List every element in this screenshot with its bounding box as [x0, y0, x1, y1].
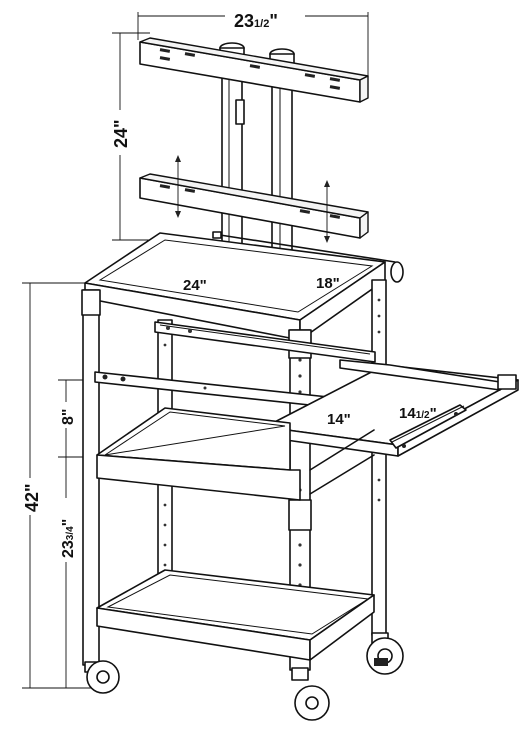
- label-mount-width-whole: 23: [234, 11, 254, 31]
- label-mount-width: 231/2": [234, 11, 278, 31]
- label-lower-height-unit: ": [60, 519, 77, 527]
- pullout-shelf: [264, 359, 519, 457]
- casters: [84, 632, 404, 721]
- label-drawer-gap: 8": [60, 409, 77, 425]
- label-mount-width-unit: ": [269, 11, 278, 31]
- label-pullout-depth-unit: ": [430, 405, 437, 422]
- label-top-shelf-depth: 18": [316, 275, 340, 292]
- label-pullout-width: 14": [327, 411, 351, 428]
- middle-shelf: [96, 407, 375, 501]
- label-pullout-depth-whole: 14: [399, 405, 416, 422]
- top-shelf: [84, 231, 404, 341]
- label-pullout-depth: 141/2": [399, 405, 437, 422]
- label-top-shelf-width: 24": [183, 277, 207, 294]
- label-total-height: 42": [22, 483, 42, 512]
- label-lower-height: 233/4": [60, 519, 77, 558]
- dimension-labels: 231/2" 24" 24" 18" 8" 42" 233/4" 14" 141…: [22, 11, 437, 558]
- bottom-shelf: [96, 569, 375, 661]
- label-pullout-depth-frac: 1/2: [416, 410, 430, 421]
- label-lower-height-frac: 3/4: [65, 526, 76, 540]
- label-mount-width-frac: 1/2: [254, 18, 269, 30]
- monitor-mount: [139, 37, 369, 271]
- label-mount-height: 24": [111, 119, 131, 148]
- label-lower-height-whole: 23: [60, 540, 77, 558]
